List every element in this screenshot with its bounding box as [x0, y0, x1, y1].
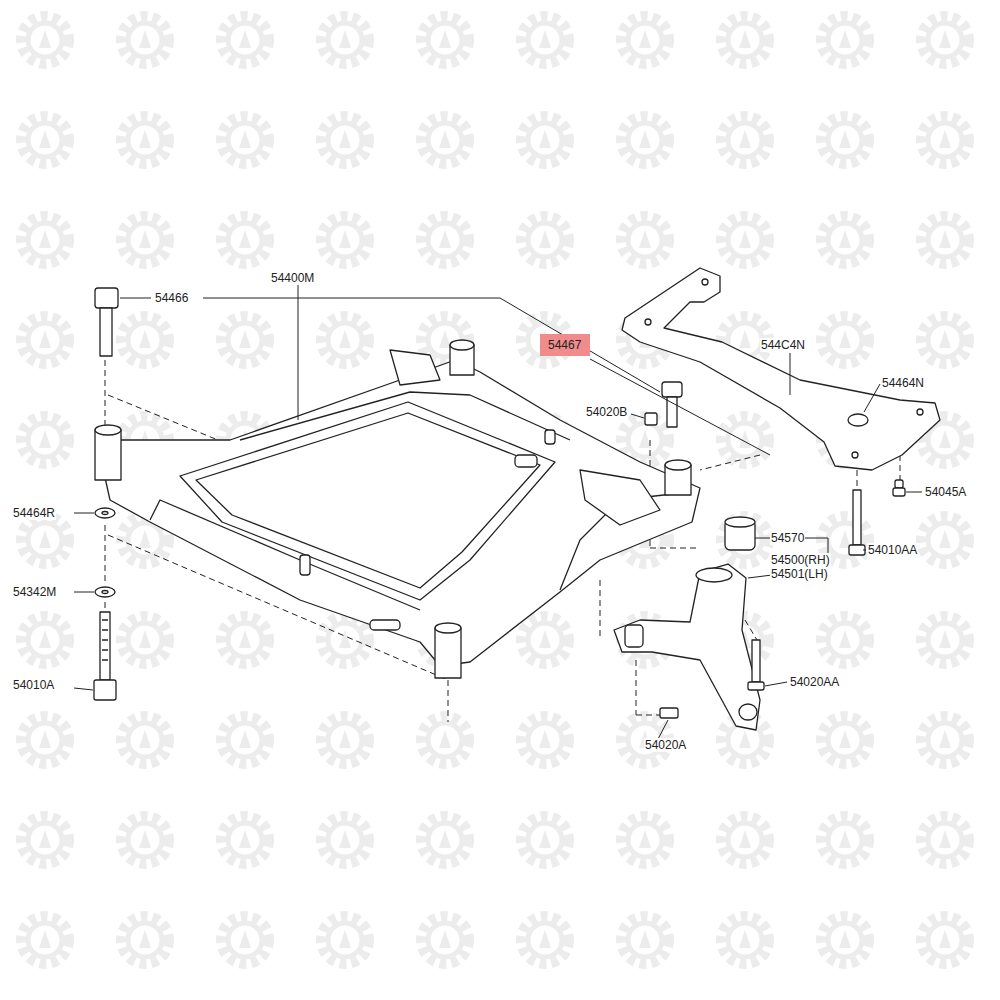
callout-number: 54010AA: [867, 543, 918, 557]
callout-number: 54501(LH): [770, 567, 829, 581]
callout-number: 54045A: [924, 485, 967, 499]
callout-number: 54020B: [585, 405, 628, 419]
callout-number: 54400M: [270, 271, 315, 285]
callout-number: 54500(RH): [770, 553, 831, 567]
callout-number: 54464R: [12, 506, 56, 520]
callout-number: 54466: [154, 291, 189, 305]
callout-number: 54570: [770, 531, 805, 545]
callout-number: 54020AA: [789, 675, 840, 689]
highlight-box: 54467: [540, 334, 590, 356]
callout-number: 54467: [548, 338, 582, 352]
callout-number: 54020A: [644, 738, 687, 752]
callout-number: 54010A: [12, 678, 55, 692]
callout-number: 54342M: [12, 585, 57, 599]
callout-number: 54464N: [881, 376, 925, 390]
callout-number: 544C4N: [760, 338, 806, 352]
